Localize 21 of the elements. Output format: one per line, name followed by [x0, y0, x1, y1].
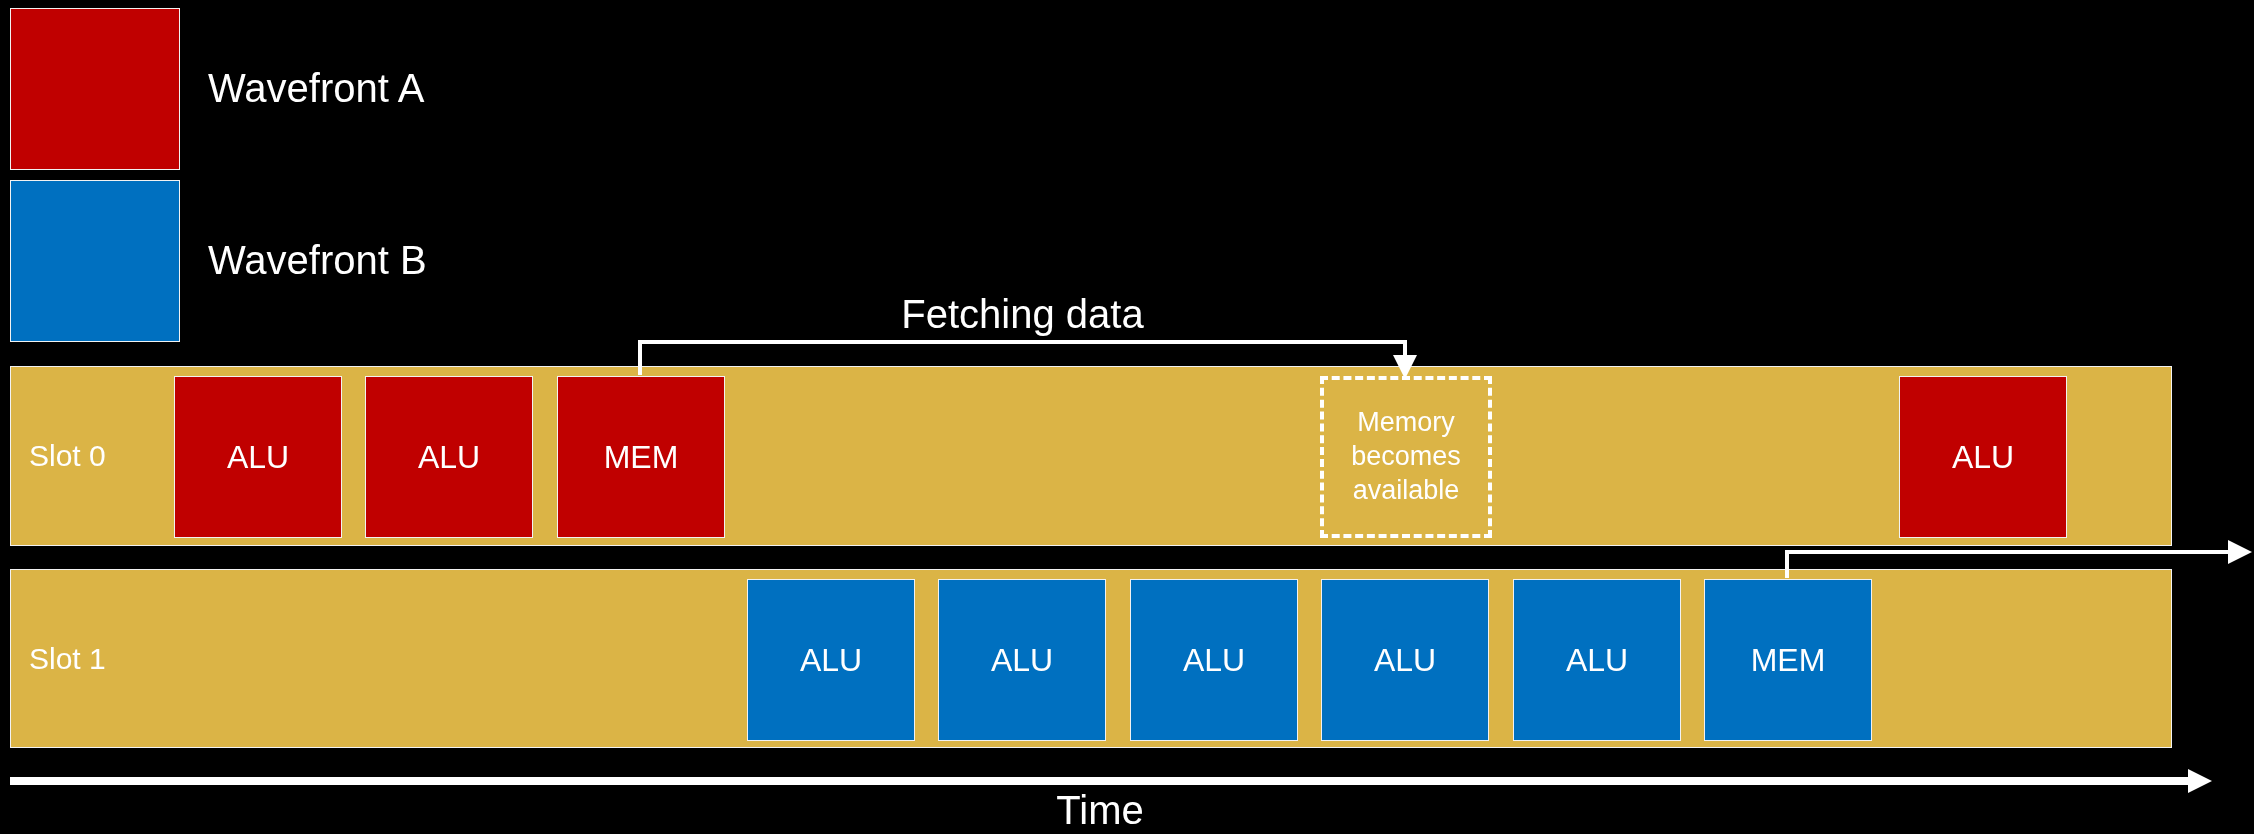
instruction-block: MEM — [1704, 579, 1872, 741]
slot-label: Slot 0 — [29, 439, 106, 473]
arrow — [1785, 540, 2252, 578]
instruction-block: ALU — [1899, 376, 2067, 538]
instruction-block: ALU — [1130, 579, 1298, 741]
edge-label: Fetching data — [900, 292, 1145, 337]
dashed-box: Memory becomes available — [1320, 376, 1492, 538]
slot-label: Slot 1 — [29, 641, 106, 676]
axis-label: Time — [1055, 788, 1145, 833]
slot-band — [10, 366, 2172, 546]
slot-band — [10, 569, 2172, 748]
legend-label: Wavefront B — [208, 238, 427, 283]
legend-label: Wavefront A — [208, 66, 425, 111]
instruction-block: ALU — [365, 376, 533, 538]
instruction-block: ALU — [747, 579, 915, 741]
instruction-block: MEM — [557, 376, 725, 538]
instruction-block: ALU — [1321, 579, 1489, 741]
arrow — [638, 340, 1417, 379]
instruction-block: ALU — [1513, 579, 1681, 741]
instruction-block: ALU — [174, 376, 342, 538]
instruction-block: ALU — [938, 579, 1106, 741]
